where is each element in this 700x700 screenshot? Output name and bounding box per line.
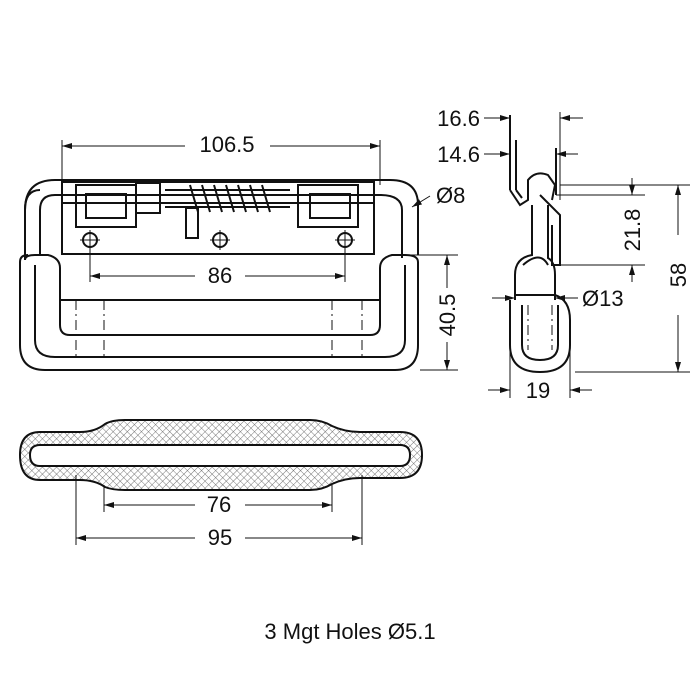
dim-grip-dia: Ø13 xyxy=(492,286,624,311)
label-hole-spacing: 86 xyxy=(208,263,232,288)
label-overall-height: 58 xyxy=(666,263,691,287)
dim-overall-height: 58 xyxy=(560,184,691,373)
dim-top-offset-b: 14.6 xyxy=(437,142,578,167)
dim-hole-spacing: 86 xyxy=(89,248,346,288)
label-bracket-height: 21.8 xyxy=(620,209,645,252)
dim-grip-overall: 95 xyxy=(75,475,363,550)
label-wire-dia: Ø8 xyxy=(436,183,465,208)
mounting-holes xyxy=(80,230,355,250)
spring xyxy=(165,184,290,213)
label-grip-overall: 95 xyxy=(208,525,232,550)
grip-view xyxy=(18,419,424,491)
dim-grip-length: 76 xyxy=(103,485,333,517)
front-view xyxy=(19,179,419,371)
dim-bracket-height: 21.8 xyxy=(556,178,645,282)
dim-handle-projection: 40.5 xyxy=(410,254,460,371)
label-grip-depth: 19 xyxy=(526,378,550,403)
dim-grip-depth: 19 xyxy=(488,345,592,403)
label-grip-dia: Ø13 xyxy=(582,286,624,311)
dim-wire-dia: Ø8 xyxy=(411,183,465,208)
dim-overall-width: 106.5 xyxy=(61,132,381,185)
label-top-offset-b: 14.6 xyxy=(437,142,480,167)
dim-top-offset-a: 16.6 xyxy=(437,106,583,200)
label-overall-width: 106.5 xyxy=(199,132,254,157)
label-top-offset-a: 16.6 xyxy=(437,106,480,131)
label-handle-projection: 40.5 xyxy=(435,294,460,337)
mounting-holes-note: 3 Mgt Holes Ø5.1 xyxy=(264,619,435,644)
label-grip-length: 76 xyxy=(207,492,231,517)
